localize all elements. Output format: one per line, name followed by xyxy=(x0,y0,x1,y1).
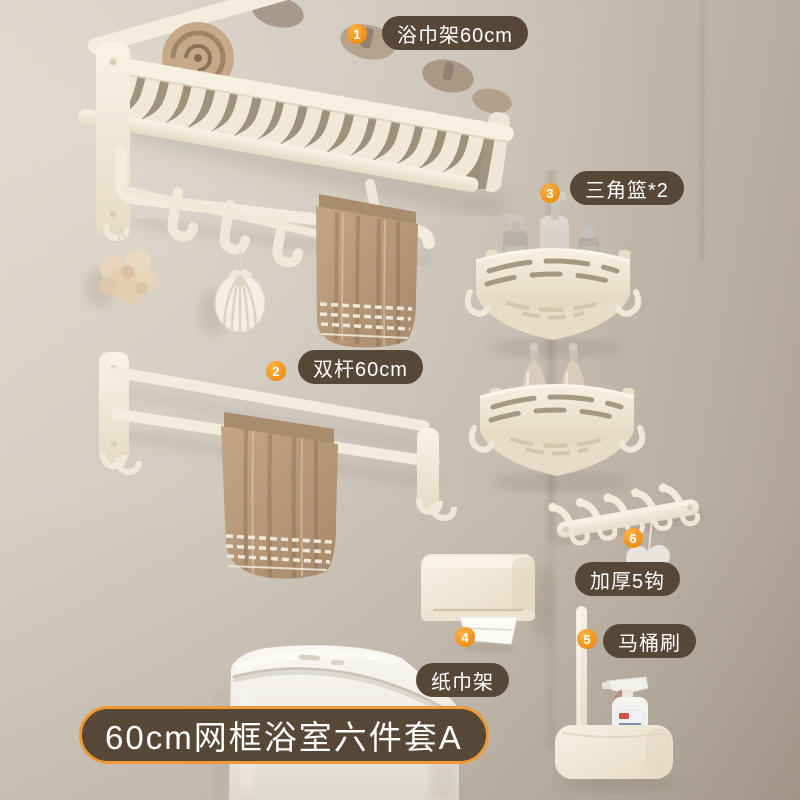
shelf-slats xyxy=(78,52,514,193)
callout-4-badge: 4 xyxy=(455,627,475,647)
right-bracket-2 xyxy=(417,428,454,518)
callout-1-badge: 1 xyxy=(347,24,367,44)
hanging-towel-1 xyxy=(316,194,418,348)
corner-basket-bottom xyxy=(468,342,646,476)
callout-3-badge: 3 xyxy=(540,183,560,203)
shell-puff xyxy=(214,269,266,333)
sliding-hooks xyxy=(122,186,322,264)
brush-holder xyxy=(555,725,673,779)
callout-1-label: 浴巾架60cm xyxy=(382,16,528,50)
brush-handle xyxy=(576,606,587,736)
left-mount-bracket xyxy=(96,42,130,238)
callout-2-badge: 2 xyxy=(266,361,286,381)
bar-top xyxy=(110,366,430,432)
callout-6-label: 加厚5钩 xyxy=(575,562,681,596)
corner-basket-top xyxy=(464,191,642,340)
tissue-holder xyxy=(421,554,535,653)
callout-2-label: 双杆60cm xyxy=(298,350,423,384)
callout-5-badge: 5 xyxy=(577,629,597,649)
callout-3-label: 三角篮*2 xyxy=(570,171,684,205)
hanging-towel-2 xyxy=(221,412,338,579)
callout-5-label: 马桶刷 xyxy=(603,624,696,658)
product-title-banner: 60cm网框浴室六件套A xyxy=(79,706,489,764)
callout-6-badge: 6 xyxy=(623,528,643,548)
loofah-beige xyxy=(99,249,159,305)
double-towel-bar xyxy=(99,352,454,579)
callout-4-label: 纸巾架 xyxy=(416,663,509,697)
towel-bar xyxy=(115,146,435,249)
